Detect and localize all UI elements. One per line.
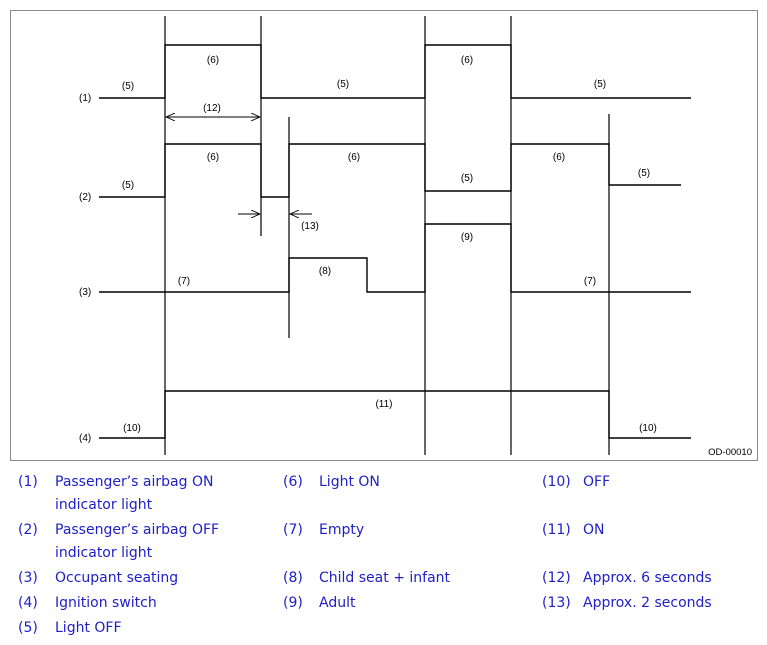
segment-label-adult: (9) xyxy=(461,232,473,243)
legend-number: (5) xyxy=(18,620,38,636)
legend-number: (12) xyxy=(542,570,571,586)
waveform-occupant-seating xyxy=(99,223,691,293)
legend-number: (11) xyxy=(542,522,571,538)
segment-label-light-on: (6) xyxy=(461,55,473,66)
legend-text: Child seat + infant xyxy=(319,570,451,586)
legend-text: Light OFF xyxy=(55,620,122,636)
legend-number: (3) xyxy=(18,570,38,586)
waveform-on-indicator xyxy=(99,44,691,99)
segment-label-approx-2s: (13) xyxy=(301,221,319,232)
row-label-4: (4) xyxy=(79,433,91,444)
legend-number: (7) xyxy=(283,522,303,538)
segment-label-light-off: (5) xyxy=(594,79,606,90)
legend-number: (6) xyxy=(283,474,303,490)
segment-label-light-on: (6) xyxy=(348,152,360,163)
legend-text: Light ON xyxy=(319,474,380,490)
waveform-ignition-switch xyxy=(99,390,691,439)
segment-label-empty: (7) xyxy=(584,276,596,287)
legend-text: OFF xyxy=(583,474,611,490)
segment-label-off: (10) xyxy=(639,423,657,434)
segment-label-off: (10) xyxy=(123,423,141,434)
legend-text: Ignition switch xyxy=(55,595,157,611)
segment-label-on: (11) xyxy=(375,399,392,410)
legend-number: (10) xyxy=(542,474,571,490)
legend-text: Empty xyxy=(319,522,365,538)
legend-text: Adult xyxy=(319,595,356,611)
segment-label-light-on: (6) xyxy=(207,55,219,66)
legend-text: ON xyxy=(583,522,605,538)
segment-label-light-off: (5) xyxy=(122,180,134,191)
segment-label-light-off: (5) xyxy=(638,168,650,179)
segment-label-light-off: (5) xyxy=(122,81,134,92)
legend-text: Occupant seating xyxy=(55,570,179,586)
legend-number: (9) xyxy=(283,595,303,611)
row-label-1: (1) xyxy=(79,93,91,104)
legend-number: (8) xyxy=(283,570,303,586)
segment-label-child-seat: (8) xyxy=(319,266,331,277)
diagram-code: OD-00010 xyxy=(708,447,752,458)
row-label-3: (3) xyxy=(79,287,91,298)
segment-label-light-off: (5) xyxy=(461,173,473,184)
segment-label-light-on: (6) xyxy=(207,152,219,163)
legend-number: (1) xyxy=(18,474,38,490)
legend-number: (2) xyxy=(18,522,38,538)
legend-text: Passenger’s airbag OFF indicator light xyxy=(55,522,220,561)
diagram-frame xyxy=(10,10,758,461)
legend-number: (4) xyxy=(18,595,38,611)
legend: (1) Passenger’s airbag ON indicator ligh… xyxy=(0,471,767,645)
row-label-2: (2) xyxy=(79,192,91,203)
segment-label-light-off: (5) xyxy=(337,79,349,90)
legend-text: Passenger’s airbag ON indicator light xyxy=(55,474,214,513)
legend-text: Approx. 2 seconds xyxy=(583,595,712,611)
legend-text: Approx. 6 seconds xyxy=(583,570,712,586)
segment-label-empty: (7) xyxy=(178,276,190,287)
waveform-off-indicator xyxy=(99,143,681,198)
timing-diagram: (1) (2) (3) (4) (5) (6) (5) (6) (5) (12)… xyxy=(10,10,758,461)
segment-label-light-on: (6) xyxy=(553,152,565,163)
segment-label-approx-6s: (12) xyxy=(203,103,221,114)
legend-number: (13) xyxy=(542,595,571,611)
